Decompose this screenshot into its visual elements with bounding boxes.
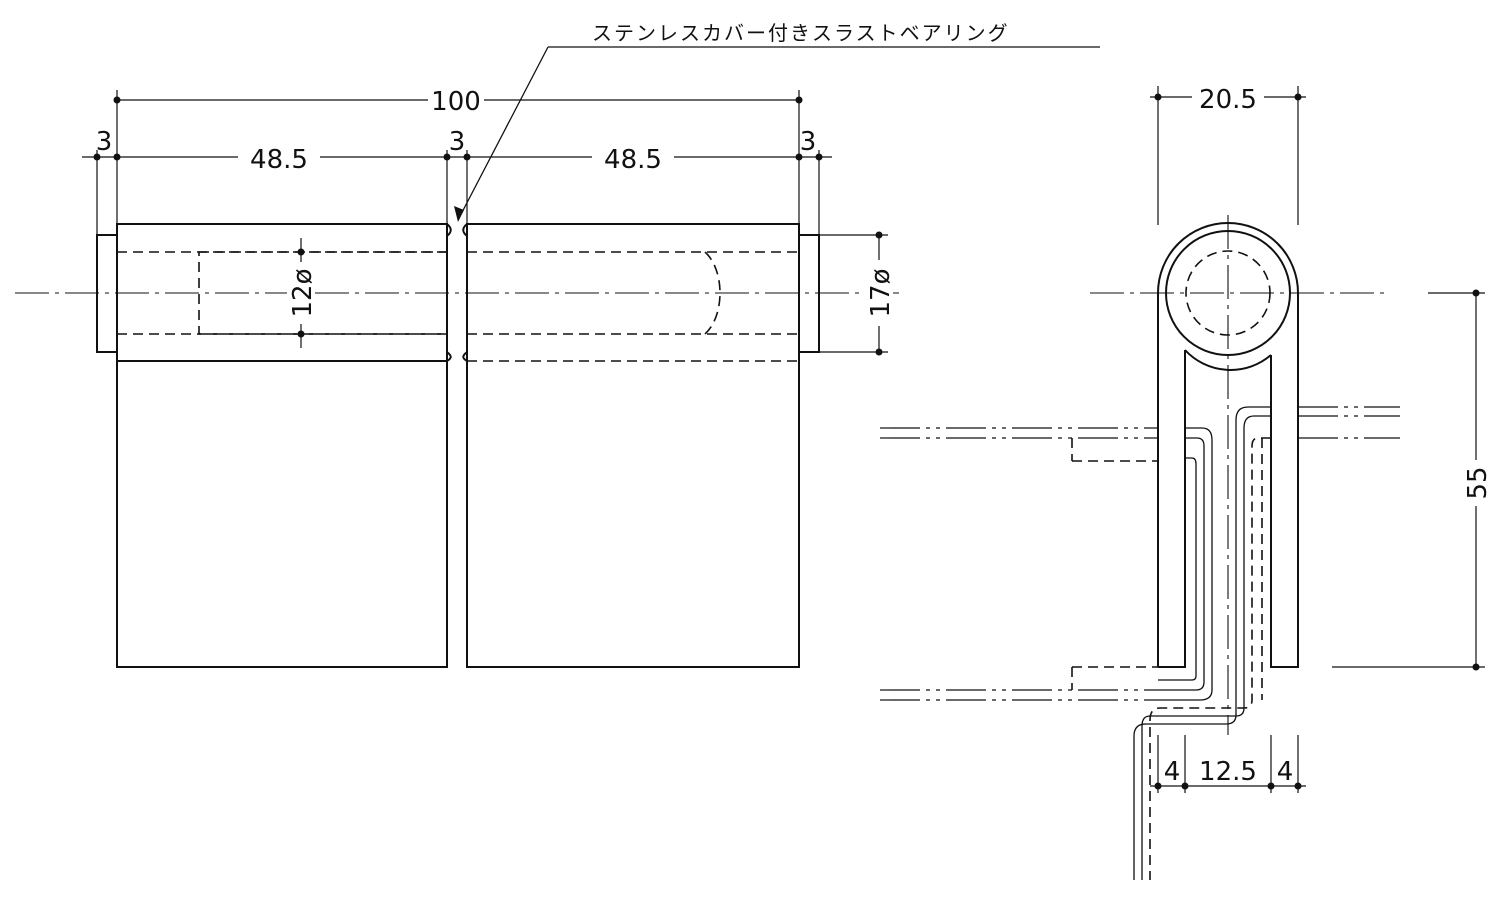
pin-hidden: [1185, 250, 1271, 336]
dim-right-leaf: 48.5: [604, 145, 662, 175]
knuckle-outer: [1157, 222, 1299, 668]
front-dimensions: 100 3 48.5 3 48.5 3 12ø 17ø: [82, 84, 896, 356]
left-leaf: [116, 223, 448, 668]
right-mount-phantom: [1298, 406, 1400, 439]
bearing-right-edge: [462, 223, 468, 362]
dim-right-pin: 3: [800, 127, 817, 157]
dim-bottom-a: 4: [1164, 757, 1181, 787]
dim-total: 100: [431, 87, 481, 117]
dim-inner-dia: 12ø: [288, 269, 318, 318]
side-dimensions: 20.5 55 4 12.5 4: [1150, 82, 1493, 793]
dim-left-leaf: 48.5: [250, 145, 308, 175]
dim-top-width: 20.5: [1199, 85, 1257, 115]
dim-bottom-c: 4: [1277, 757, 1294, 787]
dim-outer-dia: 17ø: [866, 269, 896, 318]
dim-bottom-b: 12.5: [1199, 757, 1257, 787]
front-view: [15, 223, 905, 668]
left-mount-phantom: [880, 427, 1158, 701]
dim-left-pin: 3: [96, 127, 113, 157]
side-view: [880, 215, 1400, 880]
knuckle-inner: [1165, 230, 1291, 356]
dim-gap: 3: [449, 127, 466, 157]
bearing-note-label: ステンレスカバー付きスラストベアリング: [592, 21, 1010, 45]
right-leaf: [466, 223, 800, 668]
dim-height: 55: [1463, 466, 1493, 499]
bearing-note: ステンレスカバー付きスラストベアリング: [454, 21, 1100, 222]
